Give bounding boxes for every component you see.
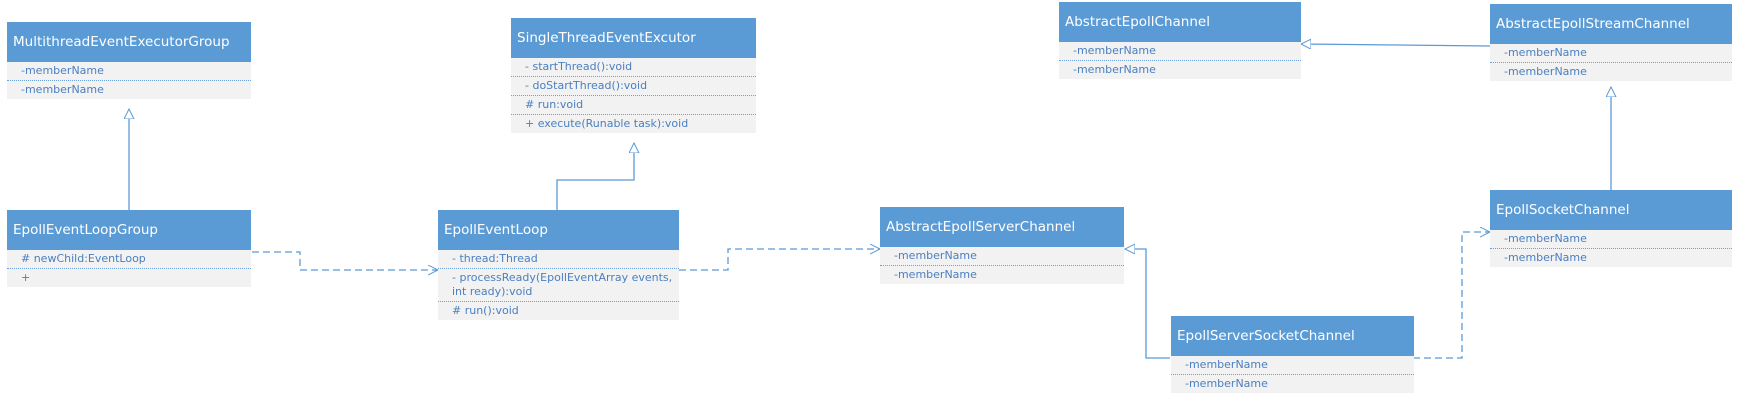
class-member: # newChild:EventLoop	[7, 250, 251, 269]
class-title: EpollEventLoop	[438, 210, 679, 250]
class-member: -memberName	[1490, 44, 1732, 63]
class-member: -memberName	[1073, 63, 1156, 76]
class-member: -memberName	[1504, 65, 1587, 78]
class-member: # run():void	[452, 304, 519, 317]
class-single-thread-event-excutor[interactable]: SingleThreadEventExcutor - startThread()…	[511, 18, 756, 133]
class-member: -memberName	[1171, 356, 1414, 375]
class-multithread-event-executor-group[interactable]: MultithreadEventExecutorGroup -memberNam…	[7, 22, 251, 99]
class-abstract-epoll-stream-channel[interactable]: AbstractEpollStreamChannel -memberName -…	[1490, 4, 1732, 81]
class-title: EpollServerSocketChannel	[1171, 316, 1414, 356]
class-member: -memberName	[7, 62, 251, 81]
class-member: -memberName	[1490, 230, 1732, 249]
class-title: SingleThreadEventExcutor	[511, 18, 756, 58]
class-title: EpollEventLoopGroup	[7, 210, 251, 250]
class-abstract-epoll-server-channel[interactable]: AbstractEpollServerChannel -memberName -…	[880, 207, 1124, 284]
dep-epolleventloop-to-abstractepollserverchannel	[679, 249, 880, 271]
class-member: - thread:Thread	[438, 250, 679, 269]
class-title: AbstractEpollStreamChannel	[1490, 4, 1732, 44]
class-member: -memberName	[880, 247, 1124, 266]
class-member: -memberName	[1059, 42, 1301, 61]
class-title: MultithreadEventExecutorGroup	[7, 22, 251, 62]
class-member: +	[21, 271, 31, 284]
class-member: - processReady(EpollEventArray events, i…	[438, 269, 679, 302]
gen-epollserversocketchannel-to-abstractepollserverchannel	[1125, 249, 1170, 359]
class-epoll-server-socket-channel[interactable]: EpollServerSocketChannel -memberName -me…	[1171, 316, 1414, 393]
class-epoll-event-loop[interactable]: EpollEventLoop - thread:Thread - process…	[438, 210, 679, 320]
class-member: -memberName	[1185, 377, 1268, 390]
class-member: -memberName	[21, 83, 104, 96]
gen-abstractepollstreamchannel-to-abstractepollchannel	[1301, 44, 1491, 46]
class-member: + execute(Runable task):void	[525, 117, 689, 130]
dep-epollserversocketchannel-to-epollsocketchannel	[1413, 232, 1490, 359]
dep-epolleventloopgroup-to-epolleventloop	[252, 251, 438, 270]
class-abstract-epoll-channel[interactable]: AbstractEpollChannel -memberName -member…	[1059, 2, 1301, 79]
class-member: -memberName	[894, 268, 977, 281]
class-member: - doStartThread():void	[511, 77, 756, 96]
class-member: - startThread():void	[511, 58, 756, 77]
class-title: EpollSocketChannel	[1490, 190, 1732, 230]
gen-epolleventloop-to-singlethreadeventexcutor	[556, 143, 634, 210]
class-epoll-event-loop-group[interactable]: EpollEventLoopGroup # newChild:EventLoop…	[7, 210, 251, 287]
class-member: # run:void	[511, 96, 756, 115]
class-title: AbstractEpollChannel	[1059, 2, 1301, 42]
class-title: AbstractEpollServerChannel	[880, 207, 1124, 247]
class-epoll-socket-channel[interactable]: EpollSocketChannel -memberName -memberNa…	[1490, 190, 1732, 267]
class-member: -memberName	[1504, 251, 1587, 264]
